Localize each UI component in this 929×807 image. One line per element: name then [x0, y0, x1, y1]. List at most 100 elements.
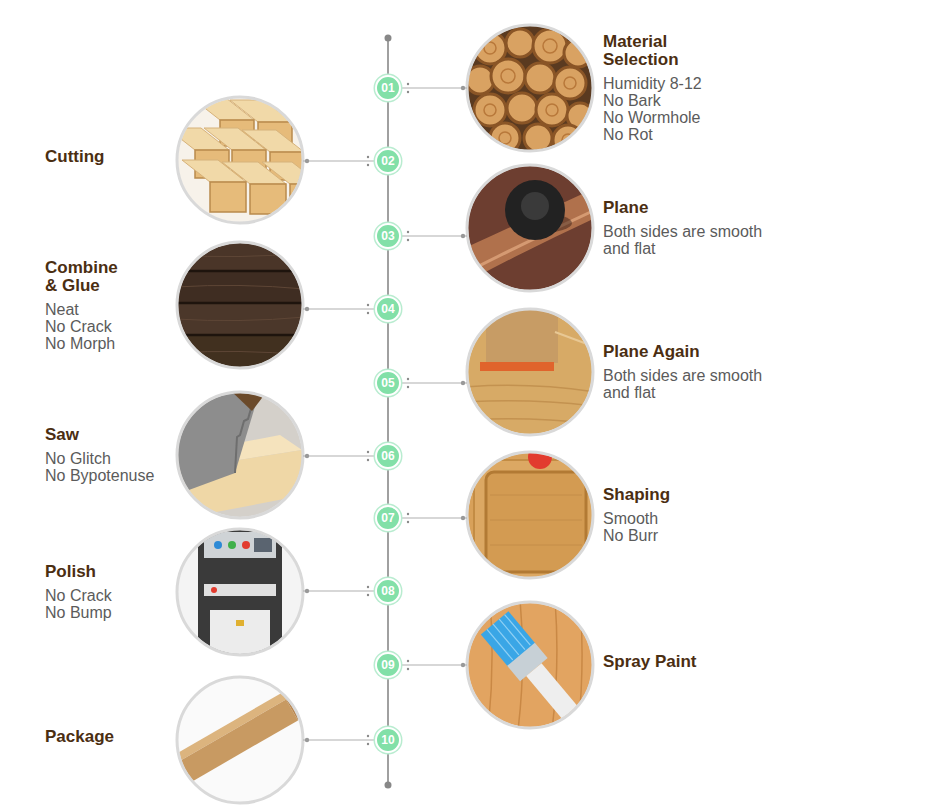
logs-photo — [484, 39, 576, 146]
leader-dot — [461, 234, 465, 238]
step-number-circle: 05 — [375, 370, 401, 396]
planks-photo — [175, 240, 305, 370]
timeline-segment — [387, 531, 389, 578]
tick-dots — [367, 459, 369, 461]
planks-photo — [175, 272, 305, 304]
step-title: Polish — [45, 563, 170, 581]
logs-photo — [506, 29, 534, 57]
tray-photo — [490, 495, 582, 496]
planer-photo — [521, 192, 549, 220]
machine-photo — [204, 584, 276, 596]
leader-dot — [461, 381, 465, 385]
step-text: Material SelectionHumidity 8-12No BarkNo… — [603, 25, 783, 151]
step-number: 10 — [377, 729, 399, 751]
tick-dots — [367, 735, 369, 737]
step-text: ShapingSmoothNo Burr — [603, 452, 783, 578]
package-photo — [169, 675, 305, 805]
tick-dots — [367, 312, 369, 314]
planks-photo — [175, 285, 305, 289]
logs-photo — [484, 104, 496, 116]
step-note: No Glitch — [45, 450, 170, 467]
saw-photo — [175, 390, 305, 520]
step-number: 09 — [377, 654, 399, 676]
leader-line — [303, 590, 375, 591]
tray-photo — [490, 495, 582, 545]
timeline-segment — [387, 604, 389, 652]
machine-photo — [177, 529, 303, 655]
step-text: Saw No GlitchNo Bypotenuse — [45, 392, 170, 518]
tick-dots — [407, 378, 409, 380]
planks-photo — [175, 334, 305, 337]
step-note: No Bypotenuse — [45, 467, 170, 484]
beams-photo — [177, 97, 303, 223]
saw-photo — [175, 390, 305, 520]
leader-dot — [305, 307, 309, 311]
step-title: Combine & Glue — [45, 259, 125, 295]
leader-dot — [305, 589, 309, 593]
leader-dot — [461, 516, 465, 520]
step-text: Spray Paint — [603, 602, 783, 728]
planks-photo — [175, 351, 305, 355]
leader-line — [303, 160, 375, 161]
tray-photo — [465, 445, 598, 584]
sander-photo — [465, 385, 595, 424]
step-title: Shaping — [603, 486, 783, 504]
tick-dots — [367, 164, 369, 166]
beams-photo — [262, 162, 320, 184]
tick-dots — [407, 231, 409, 233]
step-panel: PolishNo CrackNo Bump — [45, 529, 303, 655]
brush-photo — [493, 624, 519, 655]
machine-photo — [214, 541, 222, 549]
leader-line — [401, 517, 467, 518]
step-panel: Material SelectionHumidity 8-12No BarkNo… — [467, 25, 783, 151]
beams-photo — [167, 95, 320, 225]
package-photo — [177, 677, 303, 803]
tray-photo — [490, 520, 582, 521]
leader-line — [303, 308, 375, 309]
step-note: Humidity 8-12 — [603, 75, 783, 92]
timeline-segment — [387, 469, 389, 505]
tray-photo — [490, 545, 582, 546]
planks-photo — [175, 240, 305, 272]
step-text: Combine & GlueNeatNo CrackNo Morph — [45, 242, 170, 368]
planks-photo — [175, 240, 305, 370]
planer-photo — [467, 165, 593, 291]
step-title: Saw — [45, 426, 170, 444]
logs-photo — [525, 63, 555, 93]
tick-dots — [407, 660, 409, 662]
logs-photo — [474, 94, 506, 126]
sander-photo — [465, 401, 595, 406]
step-text: Package — [45, 677, 170, 803]
leader-dot — [305, 454, 309, 458]
sander-photo — [465, 307, 595, 437]
beams-photo — [167, 128, 304, 152]
machine-photo — [228, 541, 236, 549]
brush-photo — [465, 600, 595, 735]
leader-dot — [461, 663, 465, 667]
planer-photo — [465, 163, 595, 293]
step-title: Plane — [603, 199, 783, 217]
machine-photo — [211, 587, 217, 593]
step-title: Spray Paint — [603, 653, 783, 671]
step-title: Plane Again — [603, 343, 783, 361]
tick-dots — [407, 521, 409, 523]
step-note: Smooth — [603, 510, 783, 527]
logs-photo — [467, 25, 593, 151]
sander-photo — [486, 307, 558, 363]
beams-photo — [242, 130, 304, 152]
tick-dots — [407, 513, 409, 515]
logs-photo — [465, 23, 595, 153]
machine-photo — [242, 541, 250, 549]
tick-dots — [407, 668, 409, 670]
step-number-circle: 01 — [375, 75, 401, 101]
sander-photo — [465, 419, 595, 424]
step-panel: Package — [45, 677, 303, 803]
step-number: 05 — [377, 372, 399, 394]
step-note: Both sides are smooth and flat — [603, 367, 783, 401]
timeline-ends — [387, 38, 389, 75]
beams-photo — [210, 182, 246, 212]
tick-dots — [407, 386, 409, 388]
logs-photo — [507, 93, 537, 123]
